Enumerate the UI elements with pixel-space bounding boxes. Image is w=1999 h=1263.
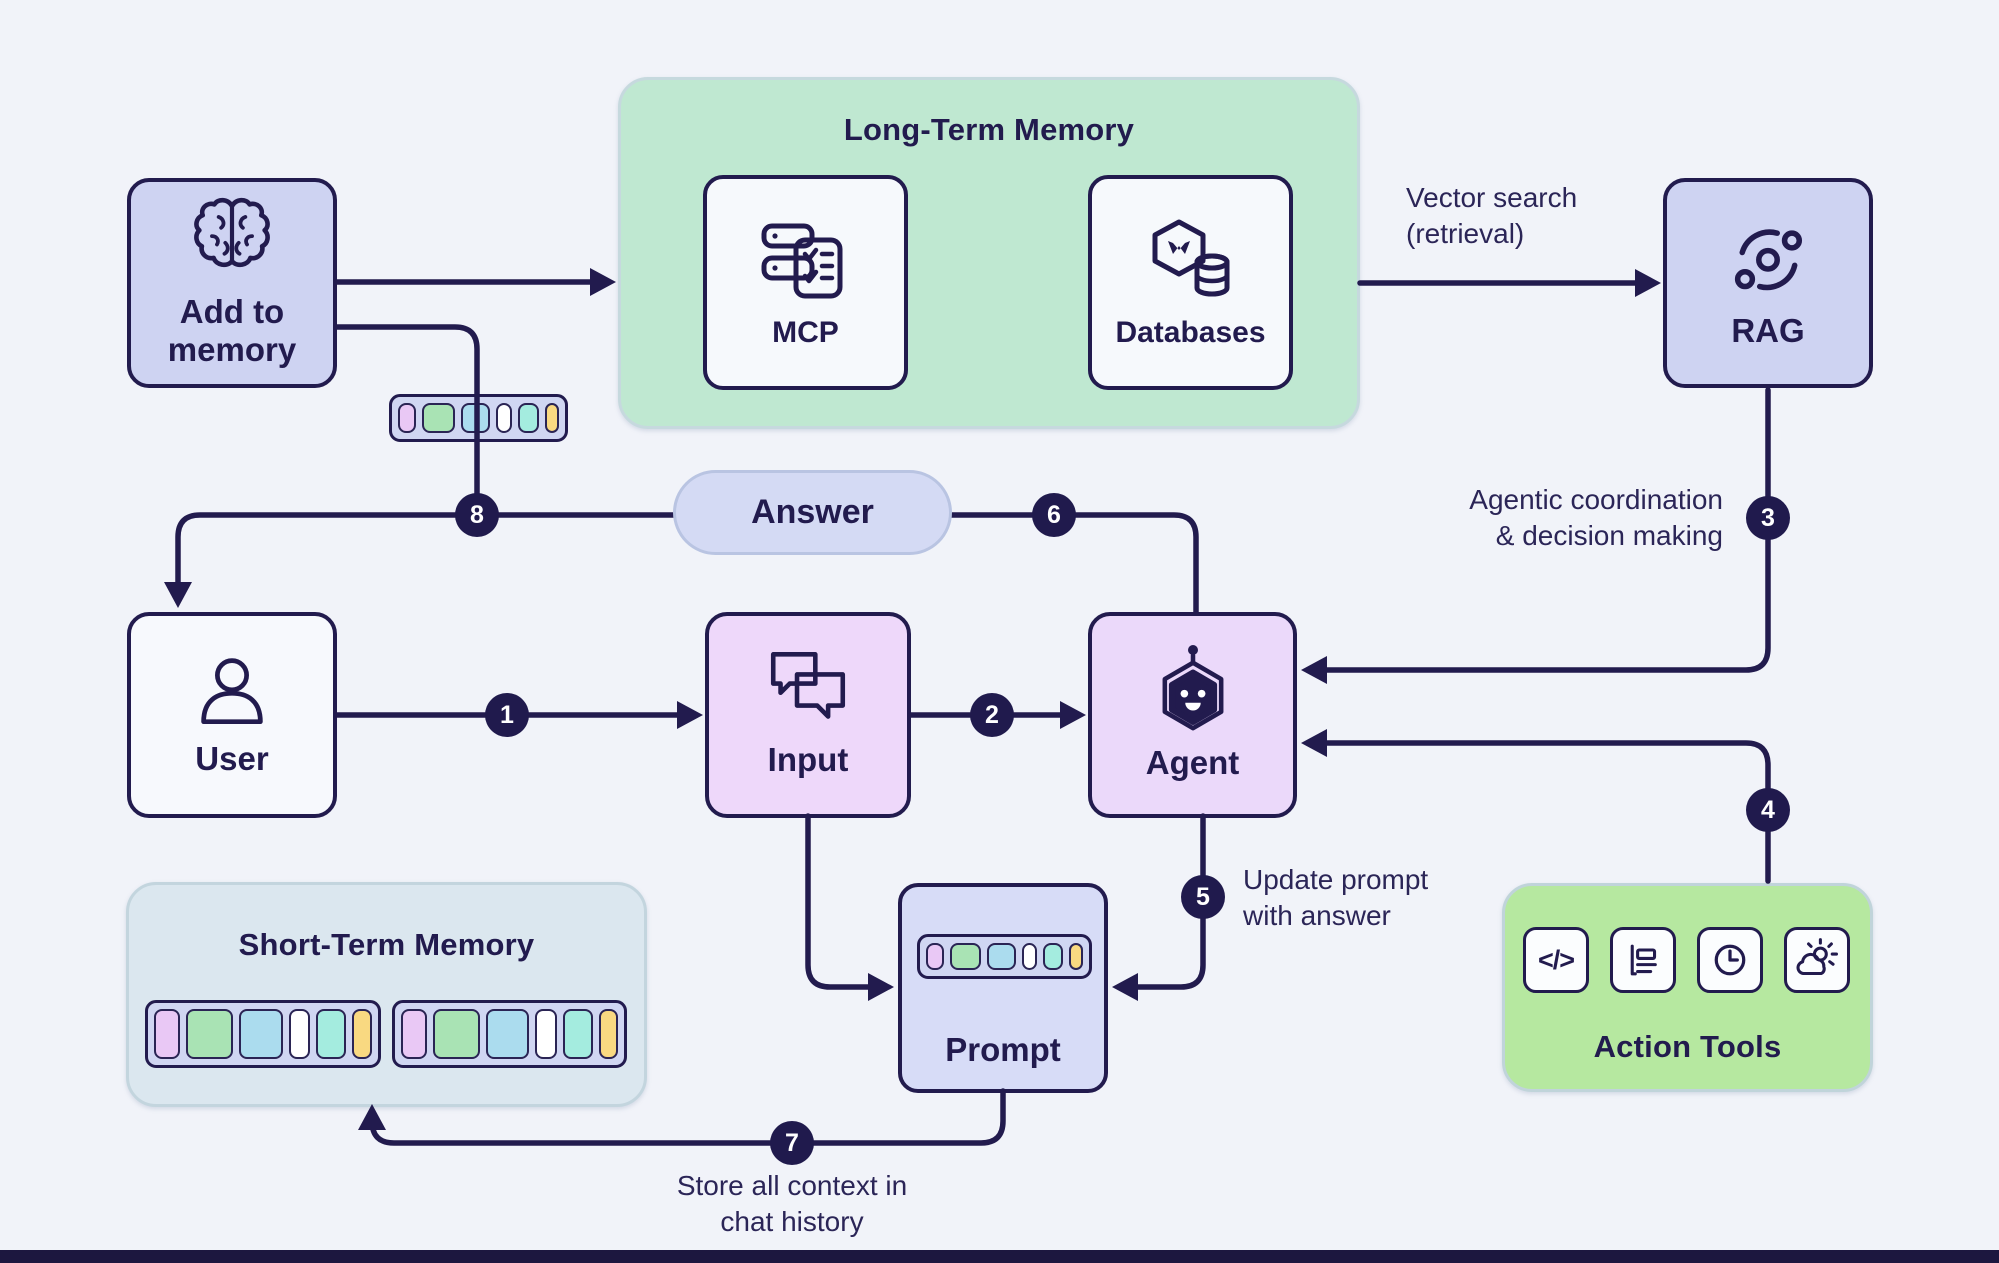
person-icon bbox=[201, 658, 263, 725]
chart-tool-tile bbox=[1610, 927, 1676, 993]
databases-node: Databases bbox=[1088, 175, 1293, 390]
token-cell bbox=[987, 943, 1016, 970]
rag-node: RAG bbox=[1663, 178, 1873, 388]
user-node: User bbox=[127, 612, 337, 818]
step-badge-1: 1 bbox=[485, 693, 529, 737]
step-badge-4: 4 bbox=[1746, 788, 1790, 832]
mcp-label: MCP bbox=[772, 315, 839, 349]
token-cell bbox=[154, 1009, 180, 1059]
add-to-memory-label-line2: memory bbox=[167, 331, 297, 368]
update-prompt-line2: with answer bbox=[1243, 900, 1391, 932]
agentic-annotation: Agentic coordination & decision making bbox=[1413, 482, 1723, 555]
code-icon: </> bbox=[1537, 944, 1575, 975]
update-prompt-line1: Update prompt bbox=[1243, 864, 1429, 895]
prompt-label: Prompt bbox=[945, 1031, 1061, 1068]
token-cell bbox=[432, 1009, 480, 1059]
token-cell bbox=[422, 403, 455, 433]
token-cell bbox=[1069, 943, 1083, 970]
token-cell bbox=[535, 1009, 557, 1059]
bar-chart-icon bbox=[1630, 944, 1657, 976]
weather-tool-tile bbox=[1784, 927, 1850, 993]
agent-node: Agent bbox=[1088, 612, 1297, 818]
step-badge-7: 7 bbox=[770, 1121, 814, 1165]
bottom-bar bbox=[0, 1250, 1999, 1263]
memory-token-strip bbox=[389, 394, 568, 442]
token-cell bbox=[1042, 943, 1064, 970]
input-label: Input bbox=[767, 741, 849, 779]
agent-robot-icon bbox=[1162, 645, 1223, 731]
chat-bubbles-icon bbox=[770, 652, 846, 719]
user-label: User bbox=[195, 740, 269, 778]
agentic-line1: Agentic coordination bbox=[1469, 484, 1723, 515]
databases-label: Databases bbox=[1115, 315, 1266, 349]
vector-search-line1: Vector search bbox=[1406, 182, 1578, 213]
short-term-memory-title: Short-Term Memory bbox=[238, 927, 535, 962]
stm-token-strip-1 bbox=[145, 1000, 381, 1068]
store-context-line1: Store all context in bbox=[676, 1170, 908, 1201]
prompt-node: Prompt bbox=[898, 883, 1108, 1093]
long-term-memory-title: Long-Term Memory bbox=[843, 112, 1135, 147]
token-cell bbox=[926, 943, 944, 970]
add-to-memory-node: Add to memory bbox=[127, 178, 337, 388]
input-node: Input bbox=[705, 612, 911, 818]
token-cell bbox=[288, 1009, 311, 1059]
token-cell bbox=[185, 1009, 234, 1059]
step-badge-8: 8 bbox=[455, 493, 499, 537]
mcp-node: MCP bbox=[703, 175, 908, 390]
step-badge-3: 3 bbox=[1746, 496, 1790, 540]
token-cell bbox=[517, 403, 539, 433]
sun-cloud-icon bbox=[1796, 938, 1838, 976]
brain-icon bbox=[194, 197, 270, 268]
store-context-annotation: Store all context in chat history bbox=[592, 1168, 992, 1241]
token-cell bbox=[316, 1009, 347, 1059]
agent-label: Agent bbox=[1145, 744, 1240, 782]
token-cell bbox=[398, 403, 417, 433]
agentic-line2: & decision making bbox=[1495, 520, 1723, 552]
vector-search-annotation: Vector search (retrieval) bbox=[1406, 180, 1577, 253]
token-cell bbox=[239, 1009, 283, 1059]
step-badge-5: 5 bbox=[1181, 875, 1225, 919]
token-cell bbox=[496, 403, 512, 433]
token-cell bbox=[1021, 943, 1037, 970]
answer-pill: Answer bbox=[673, 470, 952, 555]
stm-token-strip-2 bbox=[392, 1000, 627, 1068]
clock-icon bbox=[1714, 944, 1746, 976]
token-cell bbox=[544, 403, 559, 433]
prompt-token-strip bbox=[917, 934, 1092, 979]
code-tool-tile: </> bbox=[1523, 927, 1589, 993]
clock-tool-tile bbox=[1697, 927, 1763, 993]
step-badge-6: 6 bbox=[1032, 493, 1076, 537]
token-cell bbox=[949, 943, 982, 970]
vector-search-line2: (retrieval) bbox=[1406, 218, 1525, 250]
action-tools-title: Action Tools bbox=[1593, 1029, 1782, 1064]
rag-label: RAG bbox=[1731, 312, 1805, 350]
token-cell bbox=[486, 1009, 530, 1059]
token-cell bbox=[352, 1009, 372, 1059]
add-to-memory-label-line1: Add to bbox=[179, 293, 285, 331]
answer-label: Answer bbox=[751, 493, 874, 531]
token-cell bbox=[598, 1009, 618, 1059]
update-prompt-annotation: Update prompt with answer bbox=[1243, 862, 1428, 935]
token-cell bbox=[562, 1009, 593, 1059]
database-hexagon-icon bbox=[1152, 219, 1229, 296]
step-badge-2: 2 bbox=[970, 693, 1014, 737]
orbit-icon bbox=[1734, 229, 1803, 291]
short-term-memory-section: Short-Term Memory bbox=[126, 882, 647, 1107]
mcp-server-checklist-icon bbox=[761, 223, 842, 298]
token-cell bbox=[460, 403, 491, 433]
store-context-line2: chat history bbox=[720, 1206, 864, 1238]
token-cell bbox=[401, 1009, 427, 1059]
